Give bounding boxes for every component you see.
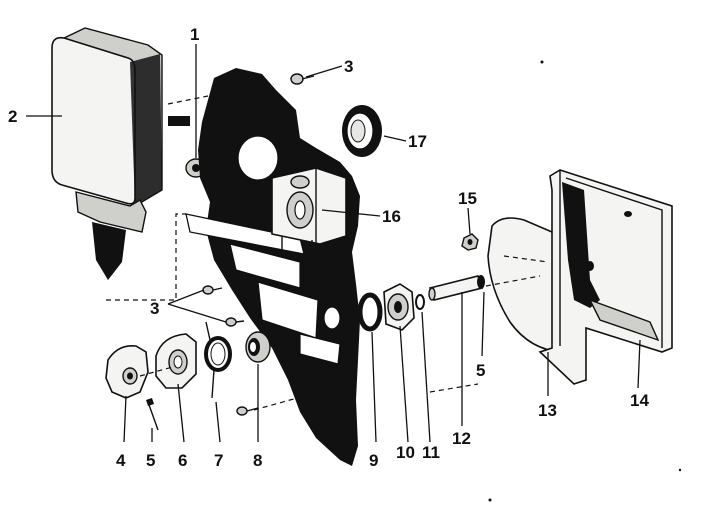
part-number-labels: 1 2 3 3 4 5 5 6 7 8 9 10 11 12 13 14 15 …: [8, 25, 649, 470]
part-14-housing-frame: [538, 169, 673, 385]
part-8-bushing: [245, 331, 271, 363]
label-part-9: 9: [369, 451, 378, 470]
label-part-11: 11: [422, 443, 440, 462]
part-3-screw-left-2: [225, 317, 245, 327]
part-15-nut: [461, 233, 479, 251]
part-9-o-ring: [357, 292, 383, 332]
label-part-12: 12: [452, 429, 471, 448]
part-16-solenoid: [271, 167, 347, 262]
label-part-10: 10: [396, 443, 415, 462]
part-10-bearing-housing: [383, 283, 415, 331]
part-4-cam-plate: [105, 344, 149, 399]
main-mounting-plate: [185, 68, 360, 466]
label-part-14: 14: [630, 391, 649, 410]
label-part-5-right: 5: [476, 361, 485, 380]
leader-lines: [26, 44, 641, 443]
label-part-15: 15: [458, 189, 477, 208]
part-3-screw-left-1: [202, 285, 223, 295]
label-part-3-left: 3: [150, 299, 159, 318]
label-part-6: 6: [178, 451, 187, 470]
part-2-control-box: [51, 27, 190, 280]
label-part-5-left: 5: [146, 451, 155, 470]
label-part-7: 7: [214, 451, 223, 470]
part-5-pin-left: [146, 398, 159, 431]
part-17-grommet: [342, 105, 382, 157]
part-3-screw-top: [290, 73, 315, 85]
label-part-13: 13: [538, 401, 557, 420]
part-12-shaft: [428, 275, 485, 301]
part-7-spring: [204, 321, 232, 399]
label-part-17: 17: [408, 132, 427, 151]
label-part-3-top: 3: [344, 57, 353, 76]
part-11-washer: [415, 294, 425, 310]
label-part-1: 1: [190, 25, 199, 44]
part-3-screw-bottom: [236, 406, 259, 416]
label-part-2: 2: [8, 107, 17, 126]
alignment-guides: [106, 95, 549, 411]
label-part-4: 4: [116, 451, 126, 470]
label-part-16: 16: [382, 207, 401, 226]
label-part-8: 8: [253, 451, 262, 470]
part-6-cam: [155, 333, 197, 389]
